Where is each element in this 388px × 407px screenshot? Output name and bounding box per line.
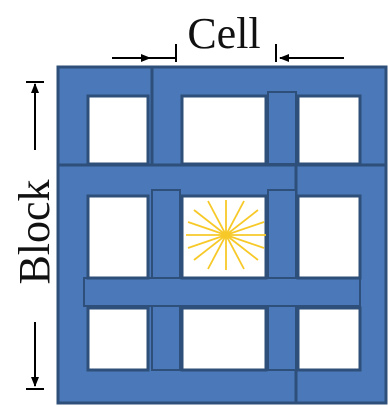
cell-label: Cell [187,9,260,58]
cell [86,94,150,166]
grid-bar-horizontal [83,277,361,307]
cell [86,306,150,372]
grid-bar-vertical [267,91,297,165]
starburst-icon [186,200,266,270]
cell [296,306,362,372]
cell [180,306,268,372]
cell [296,194,362,280]
cell [180,94,268,166]
block-label: Block [10,179,59,284]
cell [296,94,362,166]
cell [86,194,150,280]
